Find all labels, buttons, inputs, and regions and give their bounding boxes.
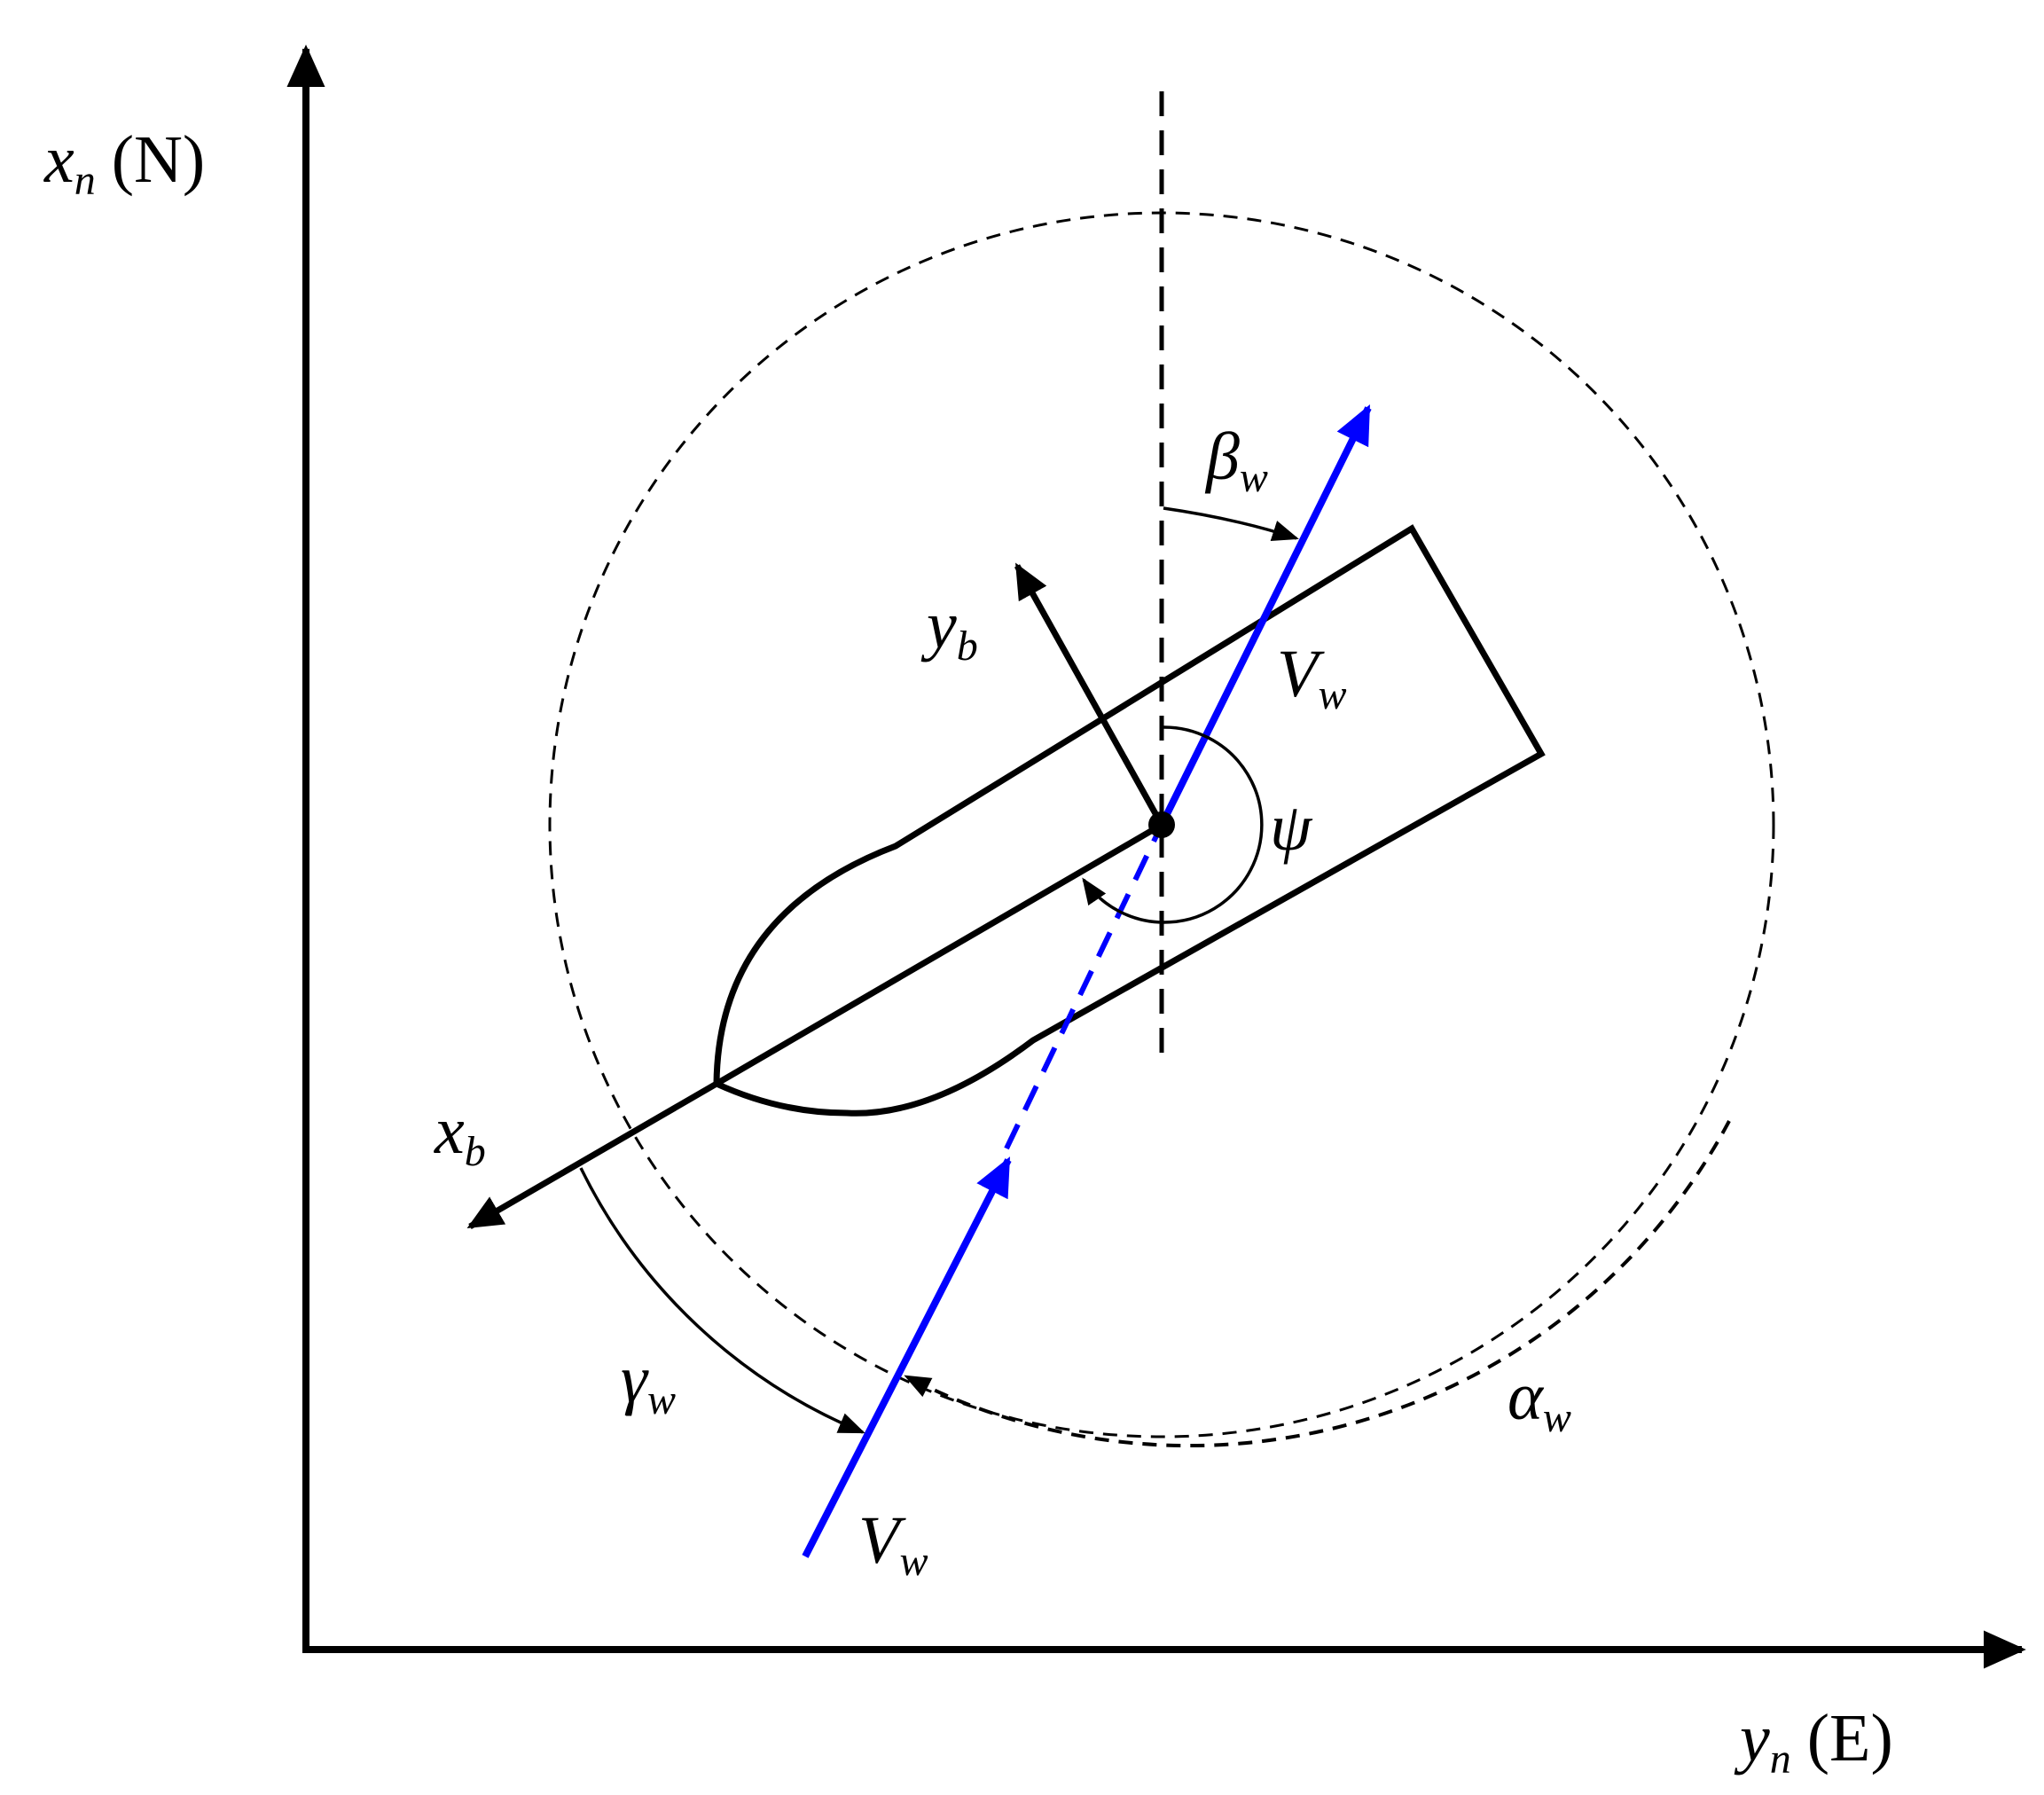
north-axis-label: xn(N) — [43, 122, 205, 204]
ship-centerline — [715, 821, 1163, 1087]
xb-axis — [466, 1080, 718, 1230]
gamma-label: γw — [621, 1342, 676, 1423]
navigation-axes — [286, 44, 2026, 1669]
psi-arc — [1082, 725, 1264, 924]
beta-label: βw — [1204, 419, 1268, 501]
gamma-arc — [579, 1167, 865, 1434]
alpha-label: αw — [1508, 1360, 1571, 1441]
psi-label: ψ — [1270, 790, 1313, 865]
alpha-arc — [904, 1120, 1731, 1448]
east-axis-label: yn(E) — [1734, 1701, 1893, 1783]
yb-label: yb — [920, 588, 978, 670]
wind-vector-upper — [1158, 404, 1372, 827]
ship-origin-point — [1148, 811, 1175, 838]
yb-axis — [1014, 562, 1165, 827]
beta-arc — [1163, 506, 1299, 541]
wind-vector-dashed — [1004, 823, 1164, 1150]
ship-hull — [713, 524, 1546, 1117]
wind-vector — [802, 404, 1372, 1558]
wind-vector-lower — [802, 1156, 1012, 1558]
xb-label: xb — [434, 1093, 486, 1175]
vw-lower-label: Vw — [858, 1503, 928, 1585]
vw-upper-label: Vw — [1277, 637, 1346, 718]
